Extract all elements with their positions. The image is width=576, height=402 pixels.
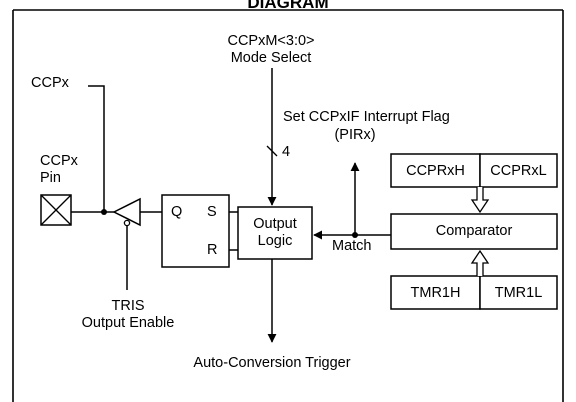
tmr1h-register <box>390 275 481 310</box>
ccpx-feedback-label: CCPx <box>31 75 69 91</box>
ccpx-pin-label-2: Pin <box>40 170 61 186</box>
tris-label: TRIS <box>111 298 145 314</box>
bus-width-label: 4 <box>282 144 291 160</box>
tmr1l-label: TMR1L <box>494 285 543 301</box>
tmr1h-label: TMR1H <box>410 285 461 301</box>
output-logic-block <box>237 206 313 260</box>
tmr1l-register <box>479 275 558 310</box>
interrupt-flag-label: Set CCPxIF Interrupt Flag <box>283 109 450 125</box>
match-label: Match <box>332 238 372 254</box>
diagram-title: DIAGRAM <box>247 0 329 12</box>
ccprxl-label: CCPRxL <box>490 163 547 179</box>
ccpx-pin-symbol <box>40 194 72 226</box>
auto-conversion-trigger-label: Auto-Conversion Trigger <box>193 355 351 371</box>
latch-r-label: R <box>207 242 218 258</box>
sr-latch <box>161 194 230 268</box>
ccprxl-register <box>479 153 558 188</box>
ccpx-feedback-wire <box>88 85 105 212</box>
latch-s-label: S <box>207 204 217 220</box>
ccpx-pin-label: CCPx <box>40 153 78 169</box>
ccprxh-label: CCPRxH <box>406 163 465 179</box>
comparator-label: Comparator <box>435 223 513 239</box>
tris-output-enable-label: Output Enable <box>81 315 175 331</box>
mode-select-signal: CCPxM<3:0> <box>227 33 315 49</box>
mode-select-caption: Mode Select <box>230 50 312 66</box>
outer-frame <box>12 9 564 402</box>
comparator-block <box>390 213 558 250</box>
bus-slash <box>266 145 278 157</box>
output-logic-label: Output <box>253 216 297 232</box>
tmr1-bus-arrow <box>470 249 490 276</box>
interrupt-register-label: (PIRx) <box>334 127 376 143</box>
output-logic-label-2: Logic <box>257 233 293 249</box>
latch-q-label: Q <box>171 204 183 220</box>
ccpr-bus-arrow <box>470 187 490 214</box>
tristate-buffer <box>112 197 141 227</box>
